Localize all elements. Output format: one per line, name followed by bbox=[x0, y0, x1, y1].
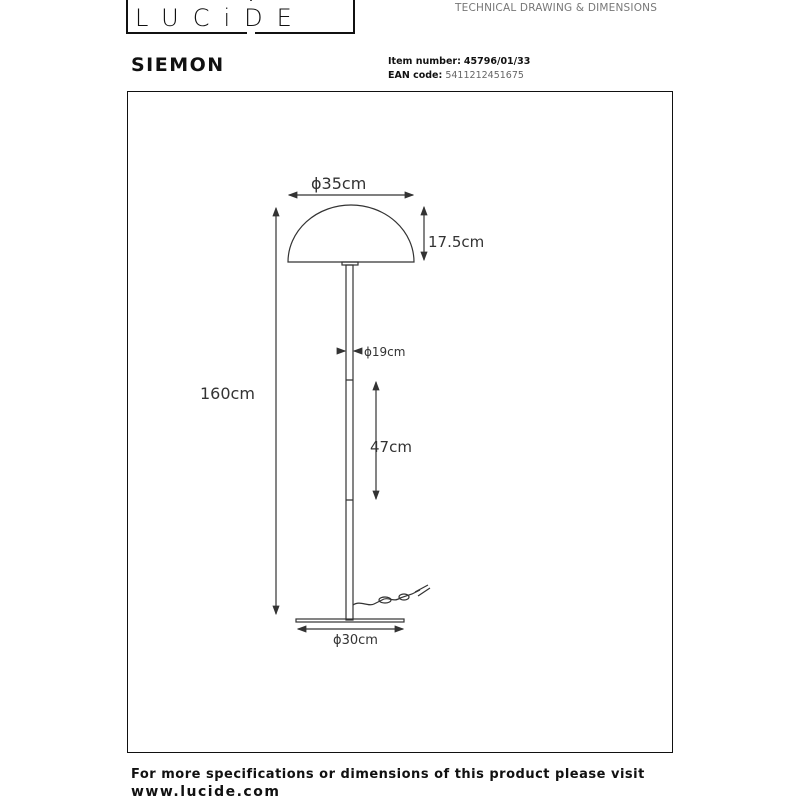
drawing-frame bbox=[127, 91, 673, 753]
lucide-logo: LUCiDE bbox=[126, 0, 355, 34]
product-name: SIEMON bbox=[131, 54, 225, 76]
website-link[interactable]: www.lucide.com bbox=[131, 784, 281, 800]
document-type: TECHNICAL DRAWING & DIMENSIONS bbox=[455, 2, 658, 14]
segment-length-label: 47cm bbox=[370, 438, 412, 456]
svg-text:LUCiDE: LUCiDE bbox=[135, 4, 306, 32]
item-number-label: Item number: bbox=[388, 56, 461, 67]
ean-label: EAN code: bbox=[388, 70, 443, 81]
total-height-label: 160cm bbox=[200, 384, 255, 403]
product-meta: Item number: 45796/01/33 EAN code: 54112… bbox=[388, 55, 530, 83]
lamp-shade bbox=[287, 204, 415, 263]
lamp-pole bbox=[345, 264, 354, 621]
footer-text: For more specifications or dimensions of… bbox=[131, 767, 645, 782]
shade-height-label: 17.5cm bbox=[428, 233, 484, 251]
pole-diameter-label: ϕ19cm bbox=[364, 345, 405, 359]
base-diameter-label: ϕ30cm bbox=[333, 633, 378, 648]
lamp-base bbox=[295, 618, 405, 623]
ean-value: 5411212451675 bbox=[445, 70, 524, 81]
item-number-value: 45796/01/33 bbox=[463, 56, 531, 67]
shade-diameter-label: ϕ35cm bbox=[311, 174, 366, 193]
power-cord bbox=[352, 584, 431, 606]
